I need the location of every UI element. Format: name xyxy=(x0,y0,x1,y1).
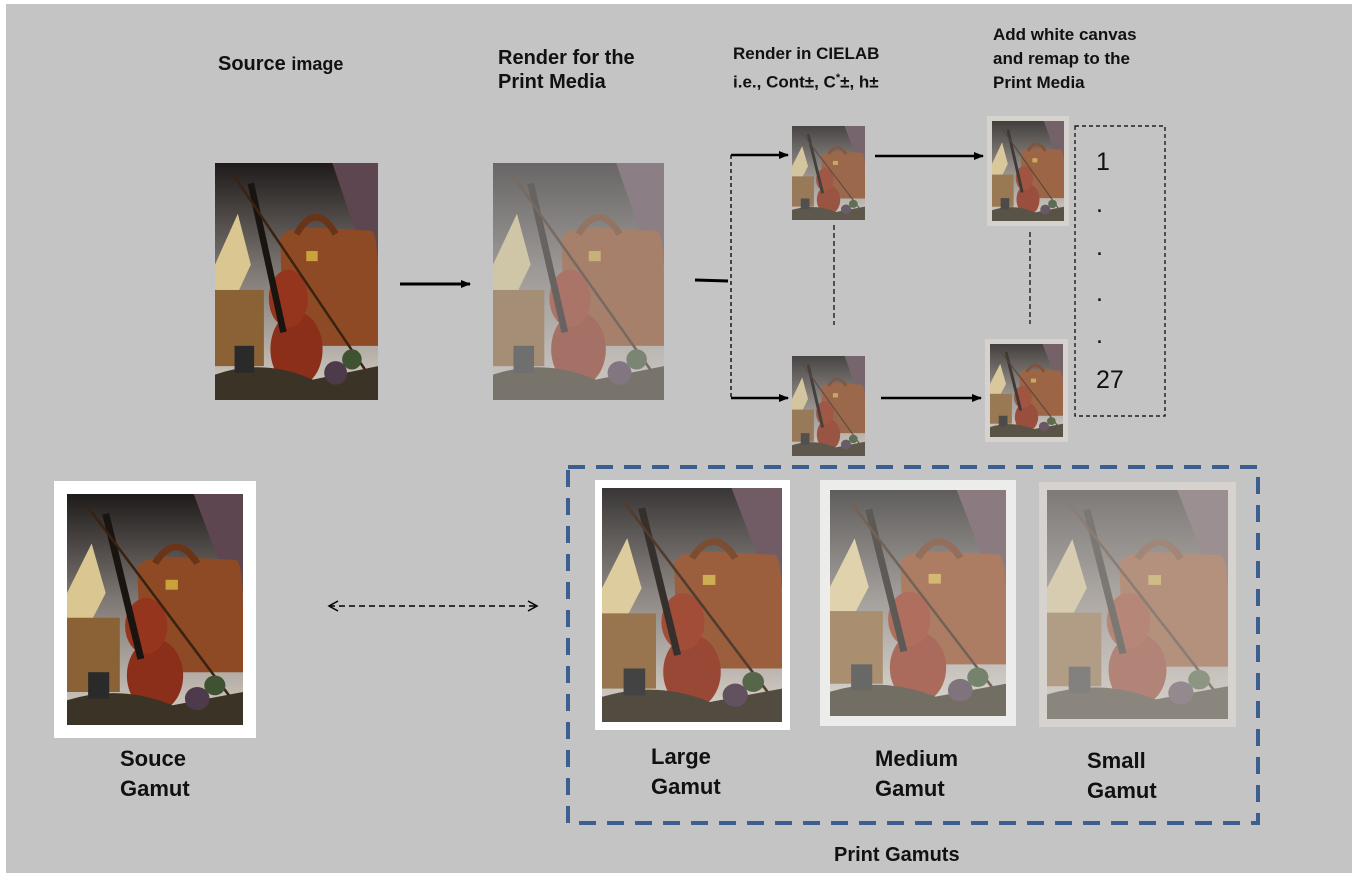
small-gamut-label: Small Gamut xyxy=(1087,748,1157,803)
branch-stub xyxy=(694,278,729,283)
print-gamuts-group-box xyxy=(566,465,1260,825)
small-gamut-image xyxy=(1039,482,1236,727)
sequence-item-first: 1 xyxy=(1096,148,1110,176)
medium-gamut-label: Medium Gamut xyxy=(875,746,959,801)
large-gamut-image xyxy=(595,480,790,730)
render-cielab-heading: Render in CIELAB i.e., Cont±, C*±, h± xyxy=(733,44,880,92)
sequence-dot: . xyxy=(1096,321,1103,349)
source-gamut-label: Souce Gamut xyxy=(120,746,190,801)
large-gamut-label: Large Gamut xyxy=(651,744,721,799)
remapped-image-top xyxy=(987,116,1069,226)
remapped-image-bottom xyxy=(985,339,1068,442)
sequence-dot: . xyxy=(1096,279,1103,307)
source-image-heading: Source image xyxy=(218,53,344,75)
medium-gamut-image xyxy=(820,480,1016,726)
render-print-heading: Render for the Print Media xyxy=(498,47,635,93)
print-gamuts-caption: Print Gamuts xyxy=(834,844,960,866)
add-canvas-heading: Add white canvas and remap to the Print … xyxy=(993,25,1137,92)
source-gamut-image xyxy=(54,481,256,738)
sequence-dot: . xyxy=(1096,190,1103,218)
sequence-dot: . xyxy=(1096,233,1103,261)
sequence-item-last: 27 xyxy=(1096,366,1124,394)
sequence-box xyxy=(1074,125,1166,417)
